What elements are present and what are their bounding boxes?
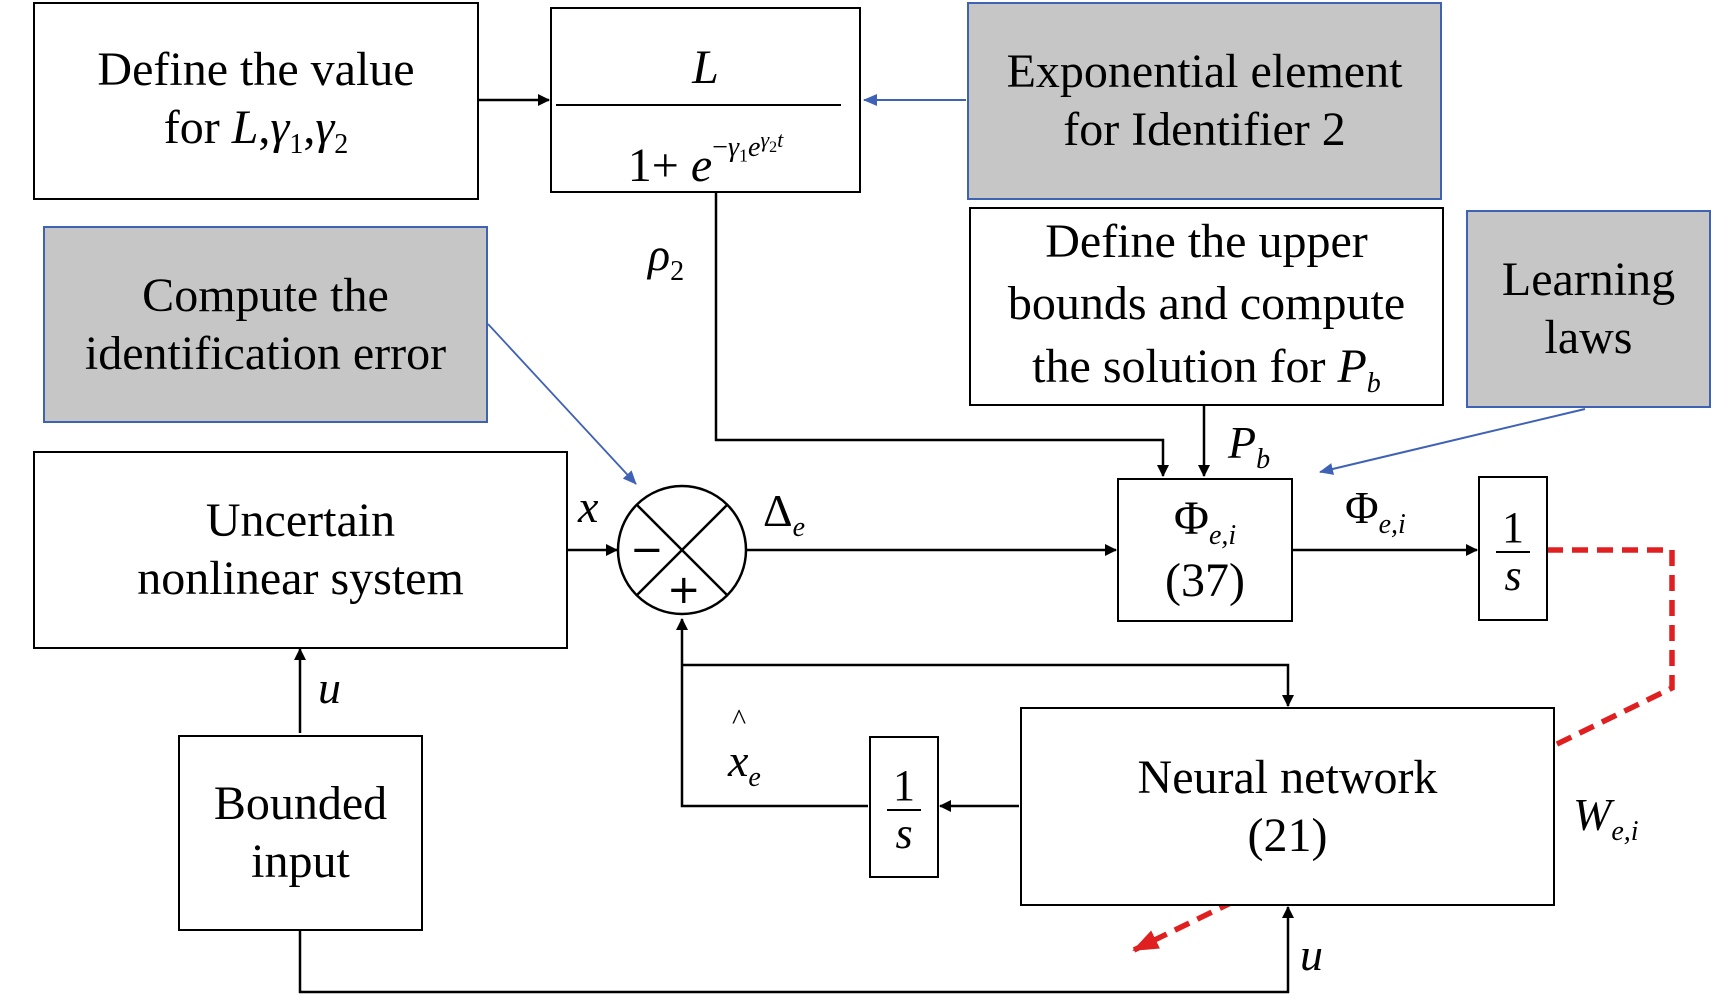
exponential-element-note: Exponential element for Identifier 2	[967, 2, 1442, 200]
neural-network-block: Neural network (21)	[1020, 707, 1555, 906]
signal-label-delta: Δe	[763, 485, 806, 543]
signal-label-x: x	[578, 481, 599, 532]
integrator-phi-bar	[1496, 551, 1530, 553]
arrow-u-bottom	[298, 906, 1294, 994]
integrator-phi-denominator: s	[1504, 551, 1522, 600]
arrow-xhat-to-nn	[682, 663, 1294, 707]
compute-error-line1: Compute the	[142, 268, 389, 322]
upper-bounds-line2: bounds and compute	[1007, 277, 1406, 331]
signal-label-rho2: ρ2	[648, 229, 685, 287]
arrow-rho2-path	[714, 193, 1169, 477]
bounded-input-line2: input	[251, 835, 350, 888]
integrator-phi-numerator: 1	[1502, 503, 1524, 552]
annotation-arrow-learning-laws	[1319, 408, 1586, 475]
upper-bounds-line3: the solution for Pb	[1032, 339, 1381, 399]
integrator-xhat-denominator: s	[895, 809, 913, 858]
signal-label-xhat: ^xe	[728, 703, 761, 793]
phi-block-equation: (37)	[1165, 554, 1245, 608]
sigmoid-denominator: 1+ e−γ1eγ2t	[627, 127, 784, 192]
compute-error-line2: identification error	[84, 326, 447, 380]
neural-network-line1: Neural network	[1137, 750, 1438, 804]
xhat-hat-mark: ^	[732, 703, 747, 736]
bounded-input-line1: Bounded	[213, 777, 388, 831]
neural-network-line2: (21)	[1247, 808, 1328, 862]
summer-minus-sign: −	[630, 527, 664, 573]
compute-error-note: Compute the identification error	[43, 226, 488, 423]
sigmoid-block: L 1+ e−γ1eγ2t	[550, 7, 861, 193]
summer-plus-sign: +	[667, 567, 701, 613]
bounded-input-block: Bounded input	[178, 735, 423, 931]
signal-label-u-top: u	[318, 662, 341, 713]
sigmoid-fraction-bar	[556, 104, 841, 106]
exponential-note-line2: for Identifier 2	[1063, 103, 1346, 156]
annotation-arrow-compute-error	[487, 323, 637, 485]
integrator-block-phi: 1 s	[1478, 476, 1548, 621]
phi-update-block: Φe,i (37)	[1117, 478, 1293, 622]
signal-label-phi: Φe,i	[1345, 482, 1406, 540]
integrator-block-xhat: 1 s	[869, 736, 939, 878]
integrator-xhat-numerator: 1	[893, 761, 915, 810]
sigmoid-numerator: L	[692, 41, 719, 94]
define-value-block: Define the value for L,γ1,γ2	[33, 2, 479, 200]
arrow-xhat	[676, 618, 868, 808]
signal-label-pb: Pb	[1228, 417, 1271, 475]
upper-bounds-line1: Define the upper	[1045, 215, 1368, 269]
uncertain-system-line2: nonlinear system	[137, 552, 464, 605]
phi-block-symbol: Φe,i	[1173, 492, 1237, 551]
learning-laws-line1: Learning	[1501, 253, 1676, 307]
uncertain-system-line1: Uncertain	[205, 494, 396, 548]
define-value-line1: Define the value	[97, 43, 415, 96]
learning-laws-note: Learning laws	[1466, 210, 1711, 408]
uncertain-system-block: Uncertain nonlinear system	[33, 451, 568, 649]
signal-label-w: We,i	[1573, 789, 1639, 847]
learning-laws-line2: laws	[1544, 311, 1633, 364]
signal-label-u-bottom: u	[1300, 929, 1323, 980]
define-value-line2: for L,γ1,γ2	[163, 100, 349, 160]
upper-bounds-block: Define the upper bounds and compute the …	[969, 207, 1444, 406]
exponential-note-line1: Exponential element	[1006, 45, 1403, 99]
summing-junction-cross-b	[636, 504, 728, 596]
integrator-xhat-bar	[887, 809, 921, 811]
